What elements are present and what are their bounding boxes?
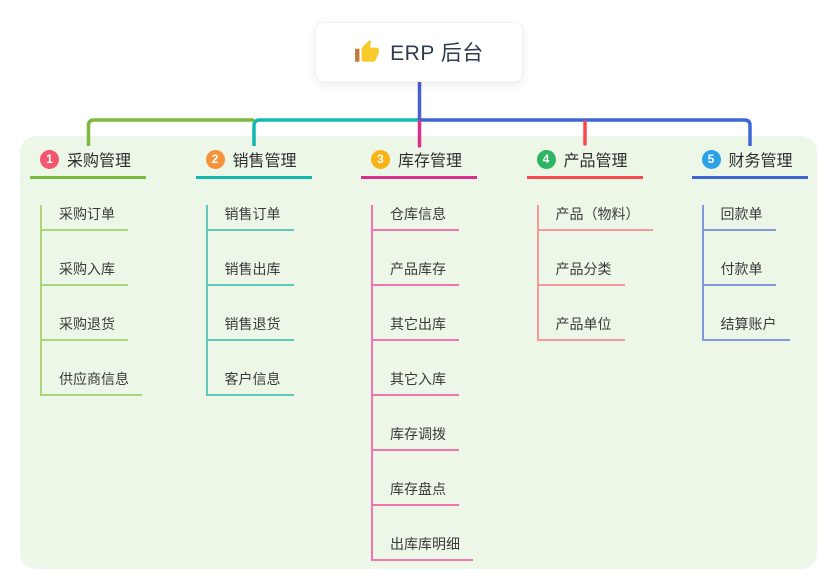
child-node[interactable]: 采购订单 <box>42 205 128 231</box>
branch-number-badge: 2 <box>205 149 225 169</box>
branch-number-badge: 5 <box>701 149 721 169</box>
branch-column: 5 财务管理 回款单付款单结算账户 <box>691 145 808 341</box>
child-node[interactable]: 采购入库 <box>42 260 128 286</box>
child-node[interactable]: 采购退货 <box>42 315 128 341</box>
mindmap-panel <box>20 136 817 569</box>
child-node[interactable]: 产品单位 <box>538 315 625 341</box>
child-node[interactable]: 其它出库 <box>373 315 459 341</box>
child-node[interactable]: 产品库存 <box>373 260 459 286</box>
child-node[interactable]: 仓库信息 <box>373 205 459 231</box>
child-node[interactable]: 供应商信息 <box>42 370 142 396</box>
child-node[interactable]: 客户信息 <box>207 370 294 396</box>
root-node[interactable]: ERP 后台 <box>315 22 523 82</box>
child-node[interactable]: 其它入库 <box>373 370 459 396</box>
branch-column: 1 采购管理 采购订单采购入库采购退货供应商信息 <box>30 145 146 396</box>
branch-node[interactable]: 1 采购管理 <box>30 145 146 179</box>
child-node[interactable]: 产品分类 <box>538 260 625 286</box>
branch-number-badge: 3 <box>371 149 390 169</box>
child-node[interactable]: 销售出库 <box>207 260 294 286</box>
branch-node[interactable]: 2 销售管理 <box>195 145 312 179</box>
child-node[interactable]: 产品（物料） <box>538 205 653 231</box>
branch-children: 销售订单销售出库销售退货客户信息 <box>205 205 312 396</box>
child-node[interactable]: 库存调拨 <box>373 425 459 451</box>
branch-children: 产品（物料） 产品分类产品单位 <box>536 205 653 341</box>
child-node[interactable]: 库存盘点 <box>373 480 459 506</box>
branch-node[interactable]: 5 财务管理 <box>691 145 808 179</box>
branch-node[interactable]: 3 库存管理 <box>361 145 477 179</box>
branch-node-label: 库存管理 <box>398 153 463 170</box>
branch-children: 仓库信息产品库存其它出库其它入库库存调拨库存盘点出库库明细 <box>371 205 477 561</box>
branch-node-label: 采购管理 <box>67 153 132 170</box>
child-node[interactable]: 结算账户 <box>703 315 790 341</box>
root-node-label: ERP 后台 <box>390 42 484 65</box>
branch-node-label: 财务管理 <box>728 153 793 170</box>
child-node[interactable]: 付款单 <box>703 260 776 286</box>
child-node[interactable]: 销售退货 <box>207 315 294 341</box>
branch-number-badge: 1 <box>40 149 59 169</box>
branch-children: 采购订单采购入库采购退货供应商信息 <box>40 205 146 396</box>
branch-children: 回款单付款单结算账户 <box>701 205 808 341</box>
thumbs-up-icon <box>355 40 380 62</box>
branch-node-label: 销售管理 <box>232 153 297 170</box>
child-node[interactable]: 回款单 <box>703 205 776 231</box>
branch-column: 3 库存管理 仓库信息产品库存其它出库其它入库库存调拨库存盘点出库库明细 <box>361 145 477 561</box>
branch-number-badge: 4 <box>536 149 556 169</box>
branch-node-label: 产品管理 <box>563 153 628 170</box>
branch-column: 4 产品管理 产品（物料） 产品分类产品单位 <box>526 145 653 341</box>
branch-node[interactable]: 4 产品管理 <box>526 145 643 179</box>
branch-column: 2 销售管理 销售订单销售出库销售退货客户信息 <box>195 145 312 396</box>
child-node[interactable]: 出库库明细 <box>373 535 473 561</box>
child-node[interactable]: 销售订单 <box>207 205 294 231</box>
